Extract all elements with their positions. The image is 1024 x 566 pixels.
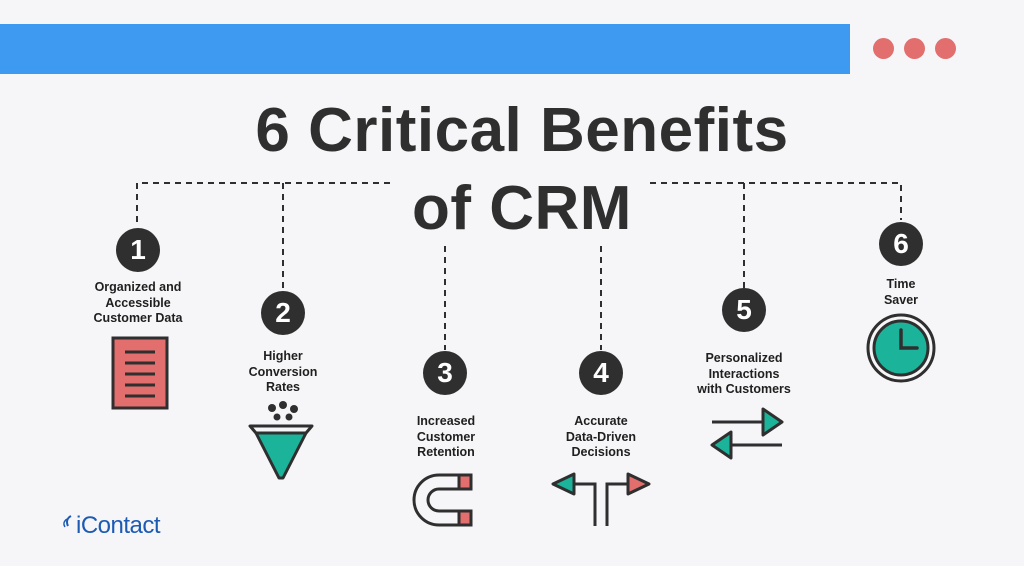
label-6-line-1: Time (886, 277, 916, 291)
signpost-icon (551, 472, 651, 526)
label-3-line-1: Increased (416, 414, 476, 428)
label-5-line-1: Personalized (705, 351, 783, 365)
logo-text: iContact (76, 512, 161, 539)
logo-mark-icon (63, 515, 72, 528)
label-5-line-2: Interactions (708, 366, 780, 381)
title-line-2: of CRM (412, 174, 632, 243)
label-1-line-3: Customer Data (93, 311, 183, 325)
label-4: Accurate Data-Driven Decisions (516, 414, 686, 461)
dot-3 (935, 38, 956, 59)
label-5-line-3: with Customers (697, 382, 791, 396)
document-icon (111, 336, 169, 410)
clock-icon (866, 313, 936, 383)
swap-arrows-icon (710, 407, 784, 460)
label-2-line-3: Rates (265, 380, 301, 394)
page-title: 6 Critical Benefits of CRM (0, 92, 1024, 248)
label-4-line-1: Accurate (574, 414, 628, 428)
label-5: Personalized Interactions with Customers (659, 351, 829, 398)
badge-4: 4 (579, 351, 623, 395)
funnel-icon (248, 401, 314, 480)
label-2: Higher Conversion Rates (198, 349, 368, 396)
badge-1: 1 (116, 228, 160, 272)
label-3-line-2: Customer (416, 429, 476, 444)
badge-5: 5 (722, 288, 766, 332)
top-bar (0, 24, 850, 74)
title-line-1: 6 Critical Benefits (255, 96, 789, 165)
label-6-line-2: Saver (883, 292, 919, 307)
badge-2: 2 (261, 291, 305, 335)
label-3-line-3: Retention (417, 445, 475, 459)
label-1-line-1: Organized and (94, 280, 182, 294)
label-1: Organized and Accessible Customer Data (53, 280, 223, 327)
label-1-line-2: Accessible (105, 295, 171, 310)
label-2-line-2: Conversion (248, 364, 318, 379)
magnet-icon (412, 473, 473, 527)
dot-2 (904, 38, 925, 59)
badge-3: 3 (423, 351, 467, 395)
label-4-line-3: Decisions (571, 445, 631, 459)
label-4-line-2: Data-Driven (565, 429, 637, 444)
badge-6: 6 (879, 222, 923, 266)
label-3: Increased Customer Retention (361, 414, 531, 461)
label-2-line-1: Higher (263, 349, 303, 363)
dot-1 (873, 38, 894, 59)
window-dots (873, 38, 956, 59)
label-6: Time Saver (816, 277, 986, 308)
icontact-logo: iContact (62, 512, 161, 540)
